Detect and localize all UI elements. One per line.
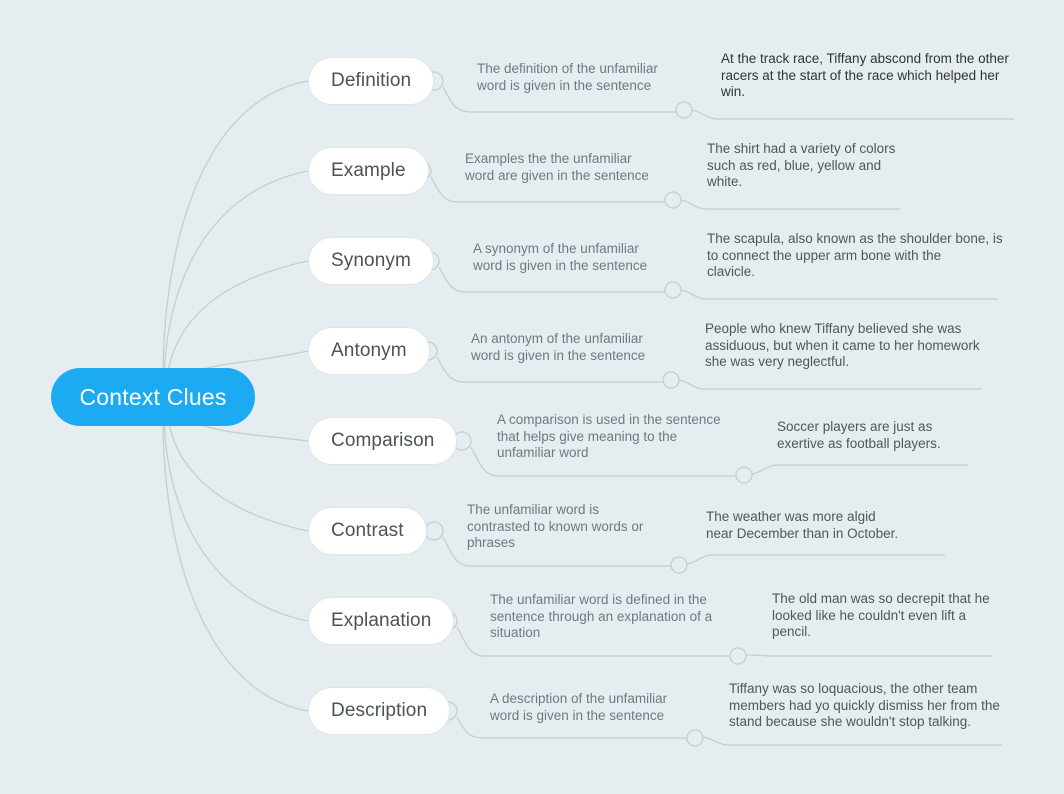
example-text-definition: At the track race, Tiffany abscond from … xyxy=(721,51,1009,99)
connector-circle-comparison-2 xyxy=(735,466,753,484)
edge-contrast-tail xyxy=(684,554,945,565)
edge-root-to-description xyxy=(162,417,309,712)
branch-node-comparison[interactable]: Comparison xyxy=(308,417,458,465)
branch-label-contrast: Contrast xyxy=(331,520,404,541)
root-node-label: Context Clues xyxy=(79,383,227,410)
example-text-antonym: People who knew Tiffany believed she was… xyxy=(705,321,980,369)
edge-root-to-synonym xyxy=(165,260,309,386)
example-text-contrast: The weather was more algid near December… xyxy=(706,509,899,541)
branch-label-definition: Definition xyxy=(331,70,412,91)
branch-node-description[interactable]: Description xyxy=(308,687,451,735)
example-text-description: Tiffany was so loquacious, the other tea… xyxy=(729,681,1000,729)
branch-node-contrast[interactable]: Contrast xyxy=(308,507,427,555)
branch-label-description: Description xyxy=(331,700,428,721)
branch-label-comparison: Comparison xyxy=(331,430,435,451)
edge-comparison-tail xyxy=(749,464,968,475)
edge-antonym-tail xyxy=(676,379,982,390)
connector-circle-contrast-2 xyxy=(670,556,688,574)
branch-node-antonym[interactable]: Antonym xyxy=(308,327,430,375)
connector-circle-contrast-1 xyxy=(424,521,444,541)
detail-text-example: Examples the the unfamiliar word are giv… xyxy=(465,151,649,183)
connector-circle-antonym-2 xyxy=(662,371,680,389)
branch-label-example: Example xyxy=(331,160,406,181)
edge-root-to-example xyxy=(163,170,309,382)
detail-text-description: A description of the unfamiliar word is … xyxy=(490,691,668,723)
edge-example-tail xyxy=(678,199,900,210)
detail-text-contrast: The unfamiliar word is contrasted to kno… xyxy=(467,502,644,550)
connector-circle-example-2 xyxy=(664,191,682,209)
edge-synonym-tail xyxy=(678,289,998,300)
example-text-comparison: Soccer players are just as exertive as f… xyxy=(777,419,941,451)
detail-text-antonym: An antonym of the unfamiliar word is giv… xyxy=(471,331,646,363)
connector-circle-definition-2 xyxy=(675,101,693,119)
connector-circle-explanation-2 xyxy=(729,647,747,665)
connector-circle-description-2 xyxy=(686,729,704,747)
branch-node-example[interactable]: Example xyxy=(308,147,429,195)
edge-root-to-explanation xyxy=(163,414,309,622)
edge-root-to-definition xyxy=(162,80,309,379)
detail-text-comparison: A comparison is used in the sentence tha… xyxy=(497,412,721,460)
root-node[interactable]: Context Clues xyxy=(51,368,255,426)
detail-text-explanation: The unfamiliar word is defined in the se… xyxy=(490,592,713,640)
branch-node-explanation[interactable]: Explanation xyxy=(308,597,455,645)
connector-circle-synonym-2 xyxy=(664,281,682,299)
branch-node-synonym[interactable]: Synonym xyxy=(308,237,434,285)
edge-definition-tail xyxy=(689,109,1014,120)
edge-description-tail xyxy=(700,736,1002,746)
example-text-synonym: The scapula, also known as the shoulder … xyxy=(707,231,1003,279)
example-text-example: The shirt had a variety of colors such a… xyxy=(707,141,896,189)
detail-text-synonym: A synonym of the unfamiliar word is give… xyxy=(473,241,648,273)
branch-label-antonym: Antonym xyxy=(331,340,407,361)
example-text-explanation: The old man was so decrepit that he look… xyxy=(772,591,990,639)
edge-root-to-contrast xyxy=(166,410,309,532)
branch-node-definition[interactable]: Definition xyxy=(308,57,435,105)
edge-explanation-tail xyxy=(743,654,993,657)
branch-label-synonym: Synonym xyxy=(331,250,411,271)
detail-text-definition: The definition of the unfamiliar word is… xyxy=(477,61,658,93)
branch-label-explanation: Explanation xyxy=(331,610,432,631)
